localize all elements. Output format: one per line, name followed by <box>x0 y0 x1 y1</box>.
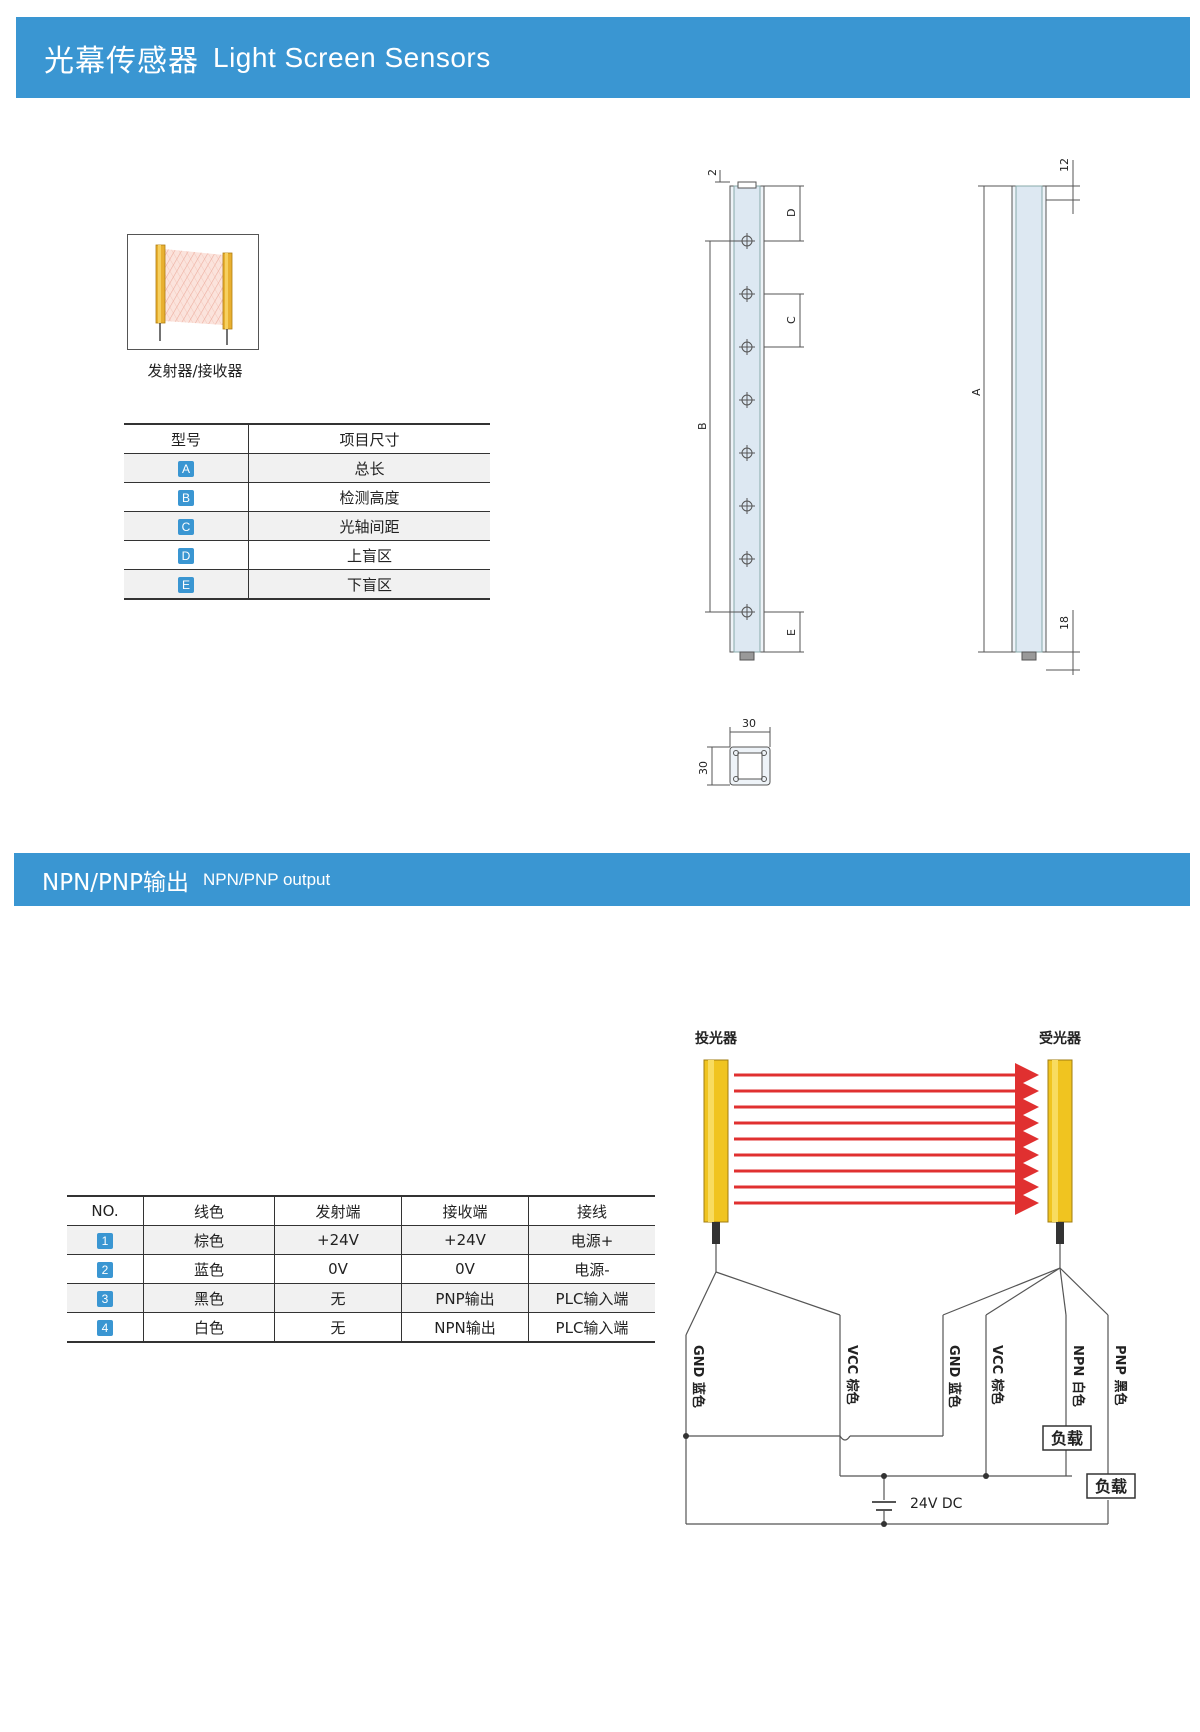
dim-label-d: D <box>785 209 798 217</box>
section-title-en: NPN/PNP output <box>202 869 331 889</box>
emitter-bar <box>703 1059 729 1244</box>
dim-label-c: C <box>785 316 798 324</box>
load-pnp: 负载 <box>1086 1473 1136 1499</box>
color-cell: 蓝色 <box>143 1254 275 1284</box>
dim-top-left: 2 <box>706 169 719 176</box>
section-title-zh: NPN/PNP输出 <box>42 869 189 896</box>
no-badge: 3 <box>97 1291 113 1307</box>
section-title-en: Light Screen Sensors <box>213 41 491 73</box>
wire-label-pnp: PNP 黑色 <box>1112 1345 1128 1405</box>
dim-label-a: A <box>970 388 983 396</box>
wire-label-emitter-vcc: VCC 棕色 <box>844 1345 860 1405</box>
item-cell: 总长 <box>248 453 490 483</box>
supply-label: 24V DC <box>910 1496 963 1512</box>
code-badge: E <box>178 577 194 593</box>
header-item: 项目尺寸 <box>248 423 490 454</box>
dim-bottom-right: 18 <box>1058 616 1071 630</box>
table-row: E 下盲区 <box>124 569 490 600</box>
dim-label-e: E <box>785 629 798 636</box>
table-row: C 光轴间距 <box>124 511 490 541</box>
receiver-cell: NPN输出 <box>401 1312 529 1343</box>
item-cell: 光轴间距 <box>248 511 490 541</box>
wiring-table: NO. 线色 发射端 接收端 接线 1 棕色 +24V +24V 电源+ 2 蓝… <box>67 1195 655 1343</box>
color-cell: 黑色 <box>143 1283 275 1313</box>
header-no: NO. <box>67 1195 144 1226</box>
wiring-cell: 电源- <box>528 1254 655 1284</box>
color-cell: 白色 <box>143 1312 275 1343</box>
product-photo <box>127 234 259 350</box>
emitter-cell: +24V <box>274 1225 402 1255</box>
table-header-row: 型号 项目尺寸 <box>124 423 490 454</box>
wire-label-receiver-vcc: VCC 棕色 <box>989 1345 1005 1405</box>
receiver-cell: 0V <box>401 1254 529 1284</box>
table-row: 2 蓝色 0V 0V 电源- <box>67 1254 655 1284</box>
section-header-npn-pnp: NPN/PNP输出 NPN/PNP output <box>14 853 1190 906</box>
no-badge: 2 <box>97 1262 113 1278</box>
item-cell: 下盲区 <box>248 569 490 600</box>
table-row: A 总长 <box>124 453 490 483</box>
header-color: 线色 <box>143 1195 275 1226</box>
emitter-cell: 0V <box>274 1254 402 1284</box>
table-row: 1 棕色 +24V +24V 电源+ <box>67 1225 655 1255</box>
load-label: 负载 <box>1051 1429 1083 1448</box>
wire-label-emitter-gnd: GND 蓝色 <box>690 1345 706 1408</box>
code-badge: B <box>178 490 194 506</box>
no-badge: 1 <box>97 1233 113 1249</box>
table-row: 4 白色 无 NPN输出 PLC输入端 <box>67 1312 655 1343</box>
section-title-zh: 光幕传感器 <box>44 43 199 79</box>
wiring-cell: PLC输入端 <box>528 1283 655 1313</box>
load-label: 负载 <box>1095 1477 1127 1496</box>
receiver-bar <box>1047 1059 1073 1244</box>
receiver-cell: +24V <box>401 1225 529 1255</box>
light-curtain-illustration <box>155 244 233 345</box>
header-receiver: 接收端 <box>401 1195 529 1226</box>
emitter-cell: 无 <box>274 1283 402 1313</box>
wire-label-npn: NPN 白色 <box>1070 1345 1086 1407</box>
dim-top-right: 12 <box>1058 158 1071 172</box>
table-header-row: NO. 线色 发射端 接收端 接线 <box>67 1195 655 1226</box>
dim-label-b: B <box>696 422 709 430</box>
wire-label-receiver-gnd: GND 蓝色 <box>946 1345 962 1408</box>
table-row: D 上盲区 <box>124 540 490 570</box>
lens-marks <box>739 233 755 620</box>
dim-section-width: 30 <box>742 717 756 730</box>
emitter-cell: 无 <box>274 1312 402 1343</box>
emitter-label: 投光器 <box>695 1030 738 1047</box>
table-row: 3 黑色 无 PNP输出 PLC输入端 <box>67 1283 655 1313</box>
code-badge: A <box>178 461 194 477</box>
header-model: 型号 <box>124 423 249 454</box>
wiring-cell: 电源+ <box>528 1225 655 1255</box>
product-caption: 发射器/接收器 <box>147 362 243 380</box>
section-header-light-screen: 光幕传感器 Light Screen Sensors <box>16 17 1190 98</box>
code-badge: D <box>178 548 194 564</box>
dimension-table: 型号 项目尺寸 A 总长 B 检测高度 C 光轴间距 D 上盲区 E 下盲区 <box>124 423 490 600</box>
item-cell: 上盲区 <box>248 540 490 570</box>
wires <box>685 1244 1109 1525</box>
header-wiring: 接线 <box>528 1195 655 1226</box>
header-emitter: 发射端 <box>274 1195 402 1226</box>
no-badge: 4 <box>97 1320 113 1336</box>
code-badge: C <box>178 519 194 535</box>
receiver-cell: PNP输出 <box>401 1283 529 1313</box>
table-row: B 检测高度 <box>124 482 490 512</box>
dim-section-height: 30 <box>697 761 710 775</box>
light-beams <box>734 1063 1039 1215</box>
color-cell: 棕色 <box>143 1225 275 1255</box>
wiring-cell: PLC输入端 <box>528 1312 655 1343</box>
item-cell: 检测高度 <box>248 482 490 512</box>
receiver-label: 受光器 <box>1039 1030 1082 1047</box>
load-npn: 负载 <box>1042 1425 1092 1451</box>
